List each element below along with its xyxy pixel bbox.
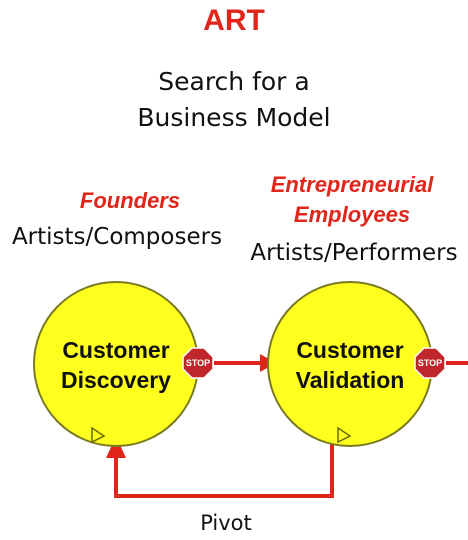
- pivot-label: Pivot: [200, 511, 252, 535]
- stop-sign-icon: STOP: [414, 347, 446, 379]
- founders-description: Artists/Composers: [11, 224, 223, 250]
- employees-description: Artists/Performers: [250, 240, 458, 266]
- validation-cycle-arrow-icon: [337, 426, 352, 444]
- founders-role-label: Founders: [79, 188, 181, 213]
- pivot-loop-line: [114, 442, 334, 498]
- page-title: ART: [203, 4, 265, 37]
- customer-discovery-node: Customer Discovery: [33, 281, 199, 447]
- stop-sign-text: STOP: [186, 358, 210, 368]
- discovery-label-line-2: Discovery: [61, 367, 171, 393]
- validation-label-line-1: Customer: [296, 337, 403, 363]
- subtitle-line-1: Search for a: [158, 67, 310, 96]
- subtitle: Search for a Business Model: [0, 64, 468, 136]
- employees-role-line-2: Employees: [293, 202, 411, 227]
- employees-role-line-1: Entrepreneurial: [270, 172, 434, 197]
- stop-sign-icon: STOP: [182, 347, 214, 379]
- stop-sign-text: STOP: [418, 358, 442, 368]
- discovery-cycle-arrow-icon: [91, 426, 106, 444]
- employees-role-label: Entrepreneurial Employees: [236, 170, 468, 230]
- subtitle-line-2: Business Model: [137, 103, 331, 132]
- validation-label-line-2: Validation: [296, 367, 405, 393]
- customer-validation-node: Customer Validation: [267, 281, 433, 447]
- discovery-label-line-1: Customer: [62, 337, 169, 363]
